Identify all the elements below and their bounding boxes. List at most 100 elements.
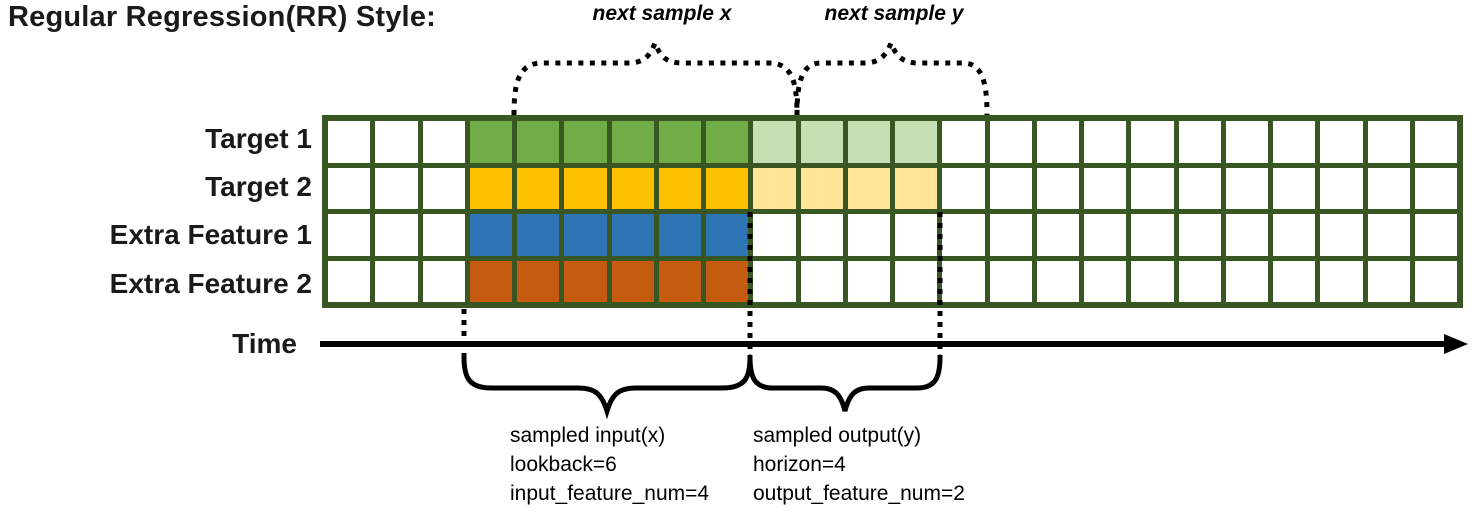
grid-cell xyxy=(800,260,843,302)
grid-cell xyxy=(422,121,465,163)
grid-cell xyxy=(847,121,890,163)
grid-cell xyxy=(422,214,465,256)
grid-cell xyxy=(1225,121,1268,163)
grid-cell xyxy=(517,167,560,209)
sampled-input-brace xyxy=(461,354,753,420)
grid-cell xyxy=(706,214,749,256)
grid-cell xyxy=(895,167,938,209)
grid-cell xyxy=(800,121,843,163)
next-sample-x-brace xyxy=(511,36,800,116)
grid-cell xyxy=(328,121,371,163)
grid-cell xyxy=(895,260,938,302)
grid-cell xyxy=(1178,121,1221,163)
grid-cell xyxy=(1414,167,1457,209)
grid-cell xyxy=(1273,260,1316,302)
grid-cell xyxy=(1178,214,1221,256)
grid-cell xyxy=(847,167,890,209)
grid-cell xyxy=(422,260,465,302)
grid-cell xyxy=(517,260,560,302)
output-feature-num-value: output_feature_num=2 xyxy=(753,482,965,505)
grid-cell xyxy=(800,214,843,256)
grid-cell xyxy=(753,121,796,163)
grid-cell xyxy=(1320,121,1363,163)
grid-cell xyxy=(1131,121,1174,163)
sampled-input-title: sampled input(x) xyxy=(510,424,666,447)
grid-cell xyxy=(469,167,512,209)
grid-cell xyxy=(1225,260,1268,302)
grid-cell xyxy=(1367,260,1410,302)
row-label-extra-feature-1: Extra Feature 1 xyxy=(109,219,312,250)
grid-cell xyxy=(706,121,749,163)
grid-cell xyxy=(1225,214,1268,256)
grid-cell xyxy=(564,167,607,209)
grid-cell xyxy=(658,260,701,302)
grid-cell xyxy=(1320,260,1363,302)
grid-cell xyxy=(1084,121,1127,163)
grid-cell xyxy=(328,214,371,256)
grid-cell xyxy=(375,260,418,302)
grid-cell xyxy=(942,214,985,256)
grid-cell xyxy=(895,121,938,163)
grid xyxy=(322,115,1463,308)
grid-cell xyxy=(1414,260,1457,302)
grid-cell xyxy=(375,167,418,209)
grid-cell xyxy=(564,121,607,163)
horizon-value: horizon=4 xyxy=(753,453,846,476)
grid-cell xyxy=(611,260,654,302)
grid-cell xyxy=(1036,167,1079,209)
grid-cell xyxy=(517,214,560,256)
lookback-value: lookback=6 xyxy=(510,453,617,476)
grid-cell xyxy=(1084,260,1127,302)
grid-cell xyxy=(1320,167,1363,209)
grid-cell xyxy=(1131,167,1174,209)
row-label-extra-feature-2: Extra Feature 2 xyxy=(109,268,312,299)
grid-cell xyxy=(1273,121,1316,163)
grid-cell xyxy=(564,260,607,302)
sampled-output-annotation: sampled output(y) horizon=4 output_featu… xyxy=(753,421,965,508)
grid-cell xyxy=(989,167,1032,209)
grid-cell xyxy=(1084,167,1127,209)
grid-cell xyxy=(658,214,701,256)
grid-cell xyxy=(706,260,749,302)
grid-cell xyxy=(328,260,371,302)
grid-cell xyxy=(375,214,418,256)
grid-cell xyxy=(328,167,371,209)
grid-cell xyxy=(1225,167,1268,209)
grid-cell xyxy=(1367,121,1410,163)
sampled-output-brace xyxy=(747,354,943,412)
grid-cell xyxy=(706,167,749,209)
grid-cell xyxy=(469,121,512,163)
row-label-target-1: Target 1 xyxy=(205,123,312,154)
sampled-output-title: sampled output(y) xyxy=(753,424,922,447)
grid-cell xyxy=(517,121,560,163)
grid-cell xyxy=(422,167,465,209)
grid-cell xyxy=(658,167,701,209)
next-sample-y-brace xyxy=(794,36,990,116)
grid-cell xyxy=(989,121,1032,163)
grid-cell xyxy=(753,214,796,256)
grid-cell xyxy=(1178,167,1221,209)
grid-cell xyxy=(1414,121,1457,163)
grid-cell xyxy=(375,121,418,163)
grid-cell xyxy=(847,260,890,302)
input-feature-num-value: input_feature_num=4 xyxy=(510,482,710,505)
grid-cell xyxy=(611,214,654,256)
grid-cell xyxy=(753,167,796,209)
grid-cell xyxy=(1036,214,1079,256)
grid-cell xyxy=(1131,260,1174,302)
grid-cell xyxy=(989,260,1032,302)
grid-cell xyxy=(611,167,654,209)
grid-cell xyxy=(611,121,654,163)
grid-cell xyxy=(1036,260,1079,302)
grid-cell xyxy=(658,121,701,163)
grid-cell xyxy=(895,214,938,256)
grid-cell xyxy=(942,121,985,163)
sampled-input-annotation: sampled input(x) lookback=6 input_featur… xyxy=(510,421,709,508)
grid-cell xyxy=(989,214,1032,256)
diagram-title: Regular Regression(RR) Style: xyxy=(8,1,436,33)
grid-cell xyxy=(469,214,512,256)
grid-cell xyxy=(1414,214,1457,256)
time-axis-arrowhead xyxy=(1444,334,1468,354)
grid-cell xyxy=(469,260,512,302)
